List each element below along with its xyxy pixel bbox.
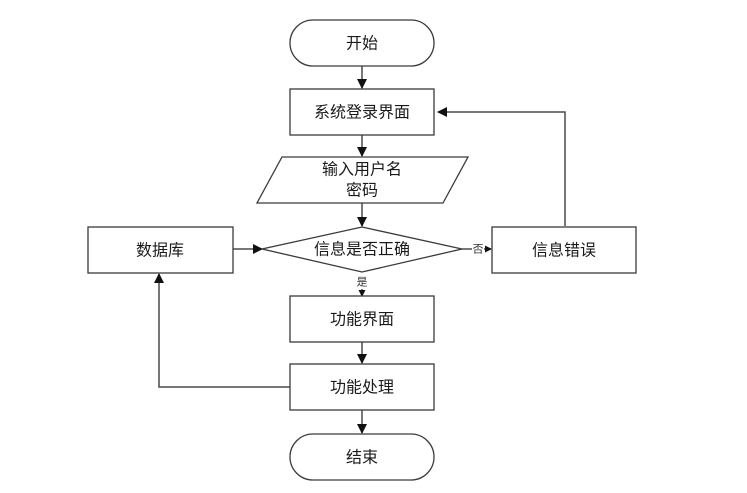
database-node: 数据库 bbox=[87, 226, 234, 274]
function-process-node: 功能处理 bbox=[289, 363, 435, 411]
login-page-node: 系统登录界面 bbox=[289, 88, 435, 136]
function-page-label: 功能界面 bbox=[330, 310, 394, 329]
function-page-node: 功能界面 bbox=[289, 295, 435, 343]
start-node: 开始 bbox=[289, 19, 435, 67]
input-credentials-label-line1: 输入用户名 bbox=[322, 160, 402, 179]
database-label: 数据库 bbox=[136, 241, 184, 260]
edge-label-yes: 是 bbox=[357, 276, 368, 289]
end-label: 结束 bbox=[346, 448, 378, 467]
info-error-label: 信息错误 bbox=[532, 241, 596, 260]
check-info-label: 信息是否正确 bbox=[314, 240, 410, 259]
function-process-label: 功能处理 bbox=[330, 378, 394, 397]
info-error-node: 信息错误 bbox=[491, 226, 637, 274]
check-info-node: 信息是否正确 bbox=[261, 226, 463, 273]
start-label: 开始 bbox=[346, 34, 378, 53]
edge-error-to-login bbox=[437, 107, 566, 226]
edge-label-no: 否 bbox=[473, 243, 484, 256]
input-credentials-node: 输入用户名 密码 bbox=[255, 156, 470, 204]
edge-process-to-database bbox=[154, 273, 290, 388]
login-page-label: 系统登录界面 bbox=[314, 103, 410, 122]
end-node: 结束 bbox=[289, 433, 435, 481]
input-credentials-label-line2: 密码 bbox=[346, 181, 378, 200]
